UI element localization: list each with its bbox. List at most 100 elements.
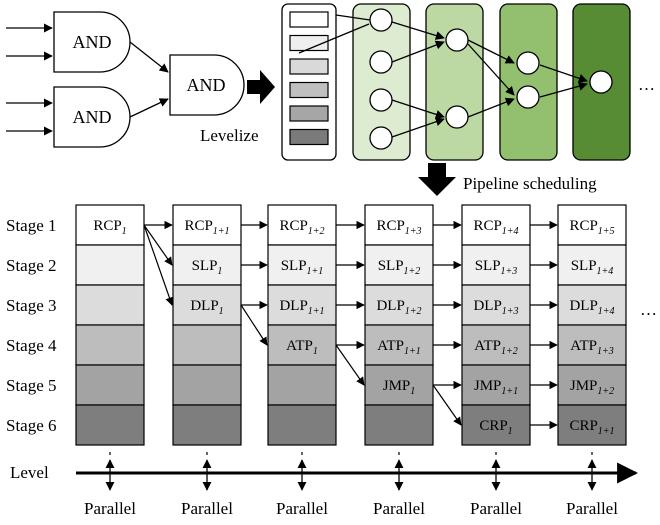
pipeline-scheduling-label: Pipeline scheduling: [463, 174, 597, 193]
and-gate-2-label: AND: [73, 107, 112, 127]
cell-label: SLP1+1: [281, 258, 324, 277]
stage-cell: [364, 324, 434, 366]
parallel-label: Parallel: [276, 499, 328, 518]
stage-cell: [75, 404, 145, 446]
stage-cell: [557, 324, 627, 366]
parallel-label: Parallel: [181, 499, 233, 518]
stage-cell: [267, 204, 337, 246]
cell-label: ATP1+3: [570, 338, 613, 357]
stage-cell: [172, 204, 242, 246]
flow-arrow: [432, 384, 462, 426]
parallel-label: Parallel: [84, 499, 136, 518]
cell-label: RCP1+2: [279, 218, 324, 237]
flow-arrow: [143, 224, 173, 266]
stage-cell: [364, 404, 434, 446]
stage-cell: [172, 324, 242, 366]
stage-cell: [172, 244, 242, 286]
stage-cell: [267, 404, 337, 446]
stage-label-4: Stage 4: [6, 336, 57, 355]
levelize-arrow: [247, 70, 275, 104]
stage-cell: [557, 204, 627, 246]
stage-cell: [461, 204, 531, 246]
top-ellipsis: …: [638, 75, 655, 94]
cell-label: DLP1: [190, 298, 223, 317]
stage-cell: [75, 324, 145, 366]
stage-cell: [461, 404, 531, 446]
cell-label: CRP1: [479, 418, 512, 437]
stage-cell: [172, 364, 242, 406]
and-gate-3: [169, 54, 245, 116]
level-bar-1: [289, 11, 329, 28]
stage-cell: [461, 284, 531, 326]
cell-label: DLP1+2: [376, 298, 421, 317]
cell-label: JMP1: [383, 378, 416, 397]
graph-nodes: [369, 8, 613, 150]
dependency-arrows: [143, 220, 558, 430]
level-panel-1: [352, 3, 411, 161]
cell-label: ATP1+2: [474, 338, 517, 357]
stage-cell: [75, 284, 145, 326]
level-bar-5: [289, 105, 329, 122]
levelize-label: Levelize: [200, 126, 259, 145]
and-gate-3-label: AND: [187, 75, 226, 95]
right-ellipsis: …: [640, 300, 657, 319]
stage-cell: [557, 284, 627, 326]
stage-cell: [557, 364, 627, 406]
level-panel-3: [499, 3, 558, 161]
level-bar-6: [289, 128, 329, 146]
cell-label: ATP1: [286, 338, 318, 357]
cell-label: SLP1+2: [378, 258, 421, 277]
level-panel-2: [425, 3, 484, 161]
level-bar-4: [289, 81, 329, 99]
cell-label: JMP1+1: [474, 378, 518, 397]
graph-edges: [298, 14, 588, 138]
cell-label: RCP1+5: [569, 218, 614, 237]
and-gate-circuit: AND AND AND: [6, 11, 245, 148]
cell-label: SLP1: [192, 258, 223, 277]
stage-cell: [267, 284, 337, 326]
cell-label: JMP1+2: [570, 378, 614, 397]
cell-label: CRP1+1: [569, 418, 614, 437]
cell-label: DLP1+1: [279, 298, 324, 317]
parallel-label: Parallel: [470, 499, 522, 518]
level-stack: [281, 3, 337, 161]
level-bar-2: [289, 34, 329, 52]
pipeline-column-1: RCP1: [75, 204, 145, 446]
pipeline-arrow: [418, 163, 456, 196]
and-gate-2: [53, 86, 131, 148]
stage-cell: [75, 244, 145, 286]
cell-label: RCP1+3: [376, 218, 421, 237]
cell-label: RCP1: [93, 218, 126, 237]
stage-label-2: Stage 2: [6, 256, 57, 275]
level-label: Level: [10, 463, 49, 482]
flow-arrow: [335, 344, 365, 386]
and-gate-1: [53, 11, 131, 73]
stage-label-5: Stage 5: [6, 376, 57, 395]
stage-label-6: Stage 6: [6, 416, 57, 435]
stage-label-3: Stage 3: [6, 296, 57, 315]
flow-arrow: [240, 304, 268, 346]
cell-label: SLP1+3: [475, 258, 518, 277]
stage-cell: [267, 364, 337, 406]
stage-cell: [364, 244, 434, 286]
level-bar-3: [289, 58, 329, 75]
cell-label: DLP1+3: [473, 298, 518, 317]
cell-label: DLP1+4: [569, 298, 614, 317]
parallel-label: Parallel: [566, 499, 618, 518]
cell-label: ATP1+1: [377, 338, 420, 357]
stage-cell: [172, 404, 242, 446]
stage-cell: [557, 244, 627, 286]
cell-label: RCP1+4: [473, 218, 518, 237]
cell-label: RCP1+1: [184, 218, 229, 237]
flow-arrow: [143, 224, 174, 306]
cell-label: SLP1+4: [571, 258, 614, 277]
stage-label-1: Stage 1: [6, 216, 57, 235]
parallel-label: Parallel: [373, 499, 425, 518]
stage-cell: [557, 404, 627, 446]
